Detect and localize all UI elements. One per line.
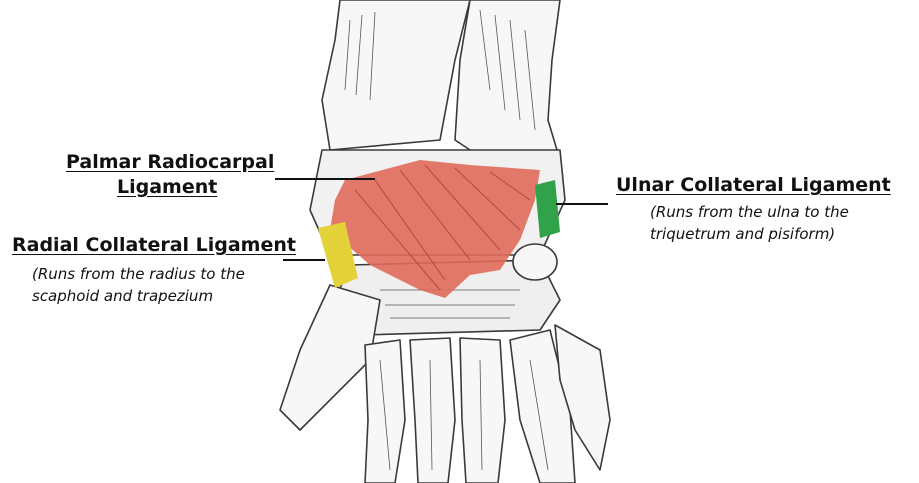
radial-leader-line xyxy=(283,259,325,261)
radial-collateral-description-line2: scaphoid and trapezium xyxy=(32,286,213,307)
radius-bone xyxy=(322,0,470,150)
pisiform-bone xyxy=(513,244,557,280)
ulnar-collateral-title: Ulnar Collateral Ligament xyxy=(616,173,891,197)
palmar-radiocarpal-title-line1: Palmar Radiocarpal xyxy=(66,150,274,174)
radial-collateral-title: Radial Collateral Ligament xyxy=(12,233,296,257)
metacarpal-2 xyxy=(410,338,455,483)
palmar-radiocarpal-title-line2: Ligament xyxy=(117,175,217,199)
ulnar-leader-line xyxy=(556,203,608,205)
palmar-leader-line xyxy=(275,178,375,180)
ulnar-collateral-description-line1: (Runs from the ulna to the xyxy=(650,202,849,223)
metacarpal-3 xyxy=(460,338,505,483)
ulnar-collateral-description-line2: triquetrum and pisiform) xyxy=(650,224,835,245)
radial-collateral-description-line1: (Runs from the radius to the xyxy=(32,264,245,285)
